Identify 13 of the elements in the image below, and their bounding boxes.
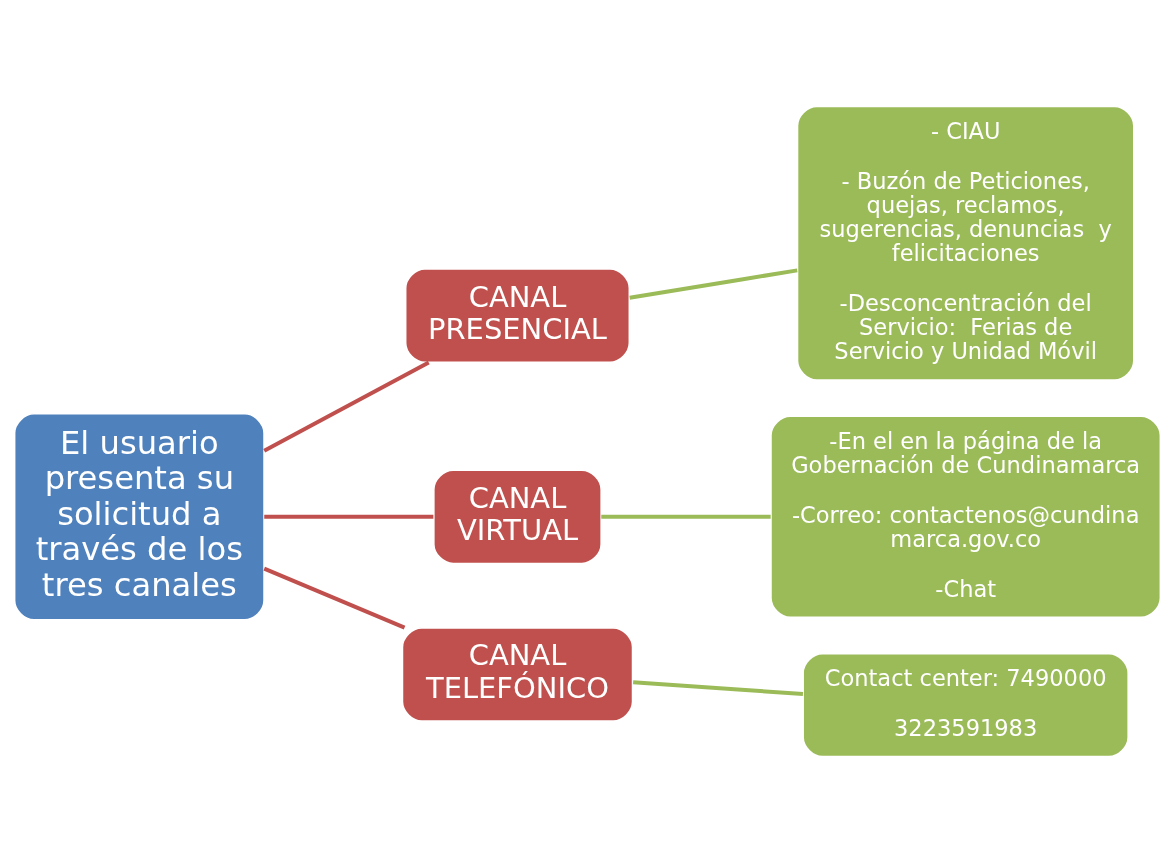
connector (601, 514, 771, 519)
connector (633, 680, 804, 696)
connector (629, 268, 798, 300)
connector (264, 514, 434, 519)
connector (263, 566, 406, 630)
connector (263, 360, 430, 453)
node-box: El usuario presenta su solicitud a través de los tres canales (13, 413, 265, 621)
node-box: -En el en la página de la Gobernación de Cundinamarca -Correo: contactenos@cundinamarca.gov.co -Chat (770, 415, 1162, 619)
node-box: CANAL TELEFÓNICO (401, 627, 634, 722)
node-box: CANAL PRESENCIAL (404, 268, 631, 364)
node-box: - CIAU - Buzón de Peticiones, quejas, reclamos, sugerencias, denuncias y felicitaciones -Desconcentración del Servicio: Ferias de Servicio y Unidad Móvil (796, 105, 1135, 381)
node-box: Contact center: 7490000 3223591983 (802, 652, 1129, 758)
node-box: CANAL VIRTUAL (433, 469, 602, 565)
